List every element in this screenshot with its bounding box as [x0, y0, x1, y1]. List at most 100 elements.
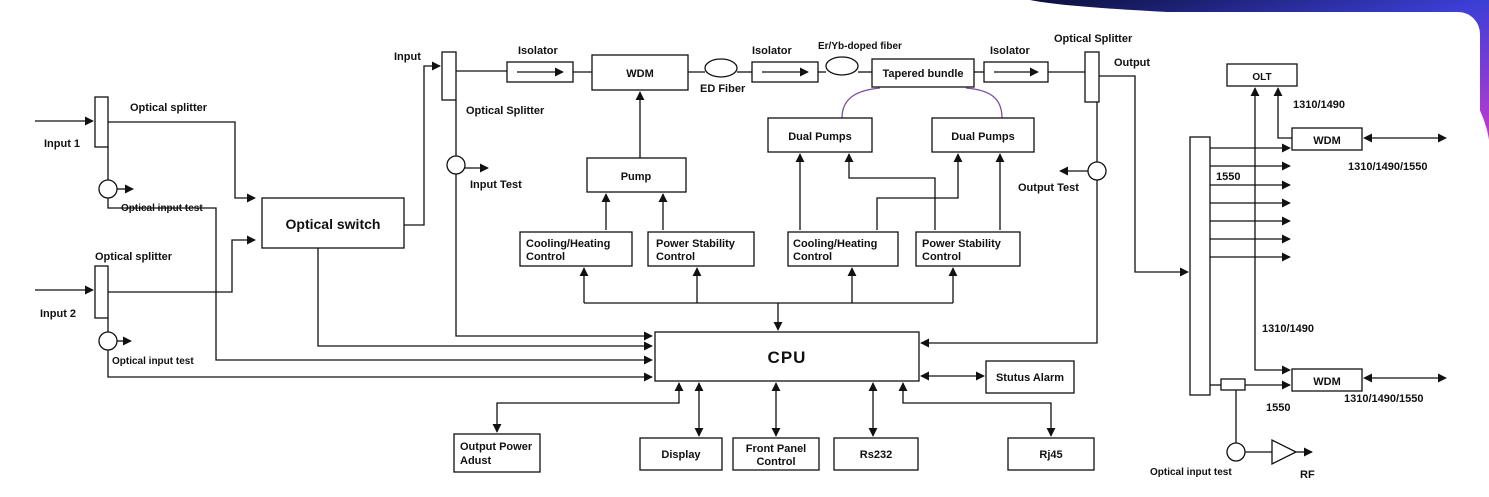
optical-input-test-right-detector	[1226, 442, 1246, 462]
input-test-label: Input Test	[470, 179, 522, 191]
input-test-detector	[446, 155, 466, 175]
front-panel-control-box	[732, 437, 820, 471]
output-power-line1: Output Power	[460, 441, 533, 453]
wdm-bottom-box	[1291, 368, 1363, 392]
wdm-top-to-olt	[1273, 87, 1292, 139]
er-yb-fiber-label: Er/Yb-doped fiber	[818, 41, 902, 52]
wdm-top-label: WDM	[1313, 135, 1341, 147]
cooling-2-line1: Cooling/Heating	[793, 238, 877, 250]
dual-pumps-1	[767, 117, 873, 153]
ed-fiber-coil	[704, 58, 738, 78]
rf-label: RF	[1300, 469, 1315, 481]
power-stability-control-2	[915, 231, 1021, 267]
test2-to-cpu	[107, 350, 653, 382]
dual-pumps-2	[931, 117, 1035, 153]
output-test-detector	[1087, 161, 1107, 181]
cpu-output-power-link	[492, 382, 684, 433]
olt-box	[1226, 63, 1298, 87]
optical-switch-label: Optical switch	[286, 216, 381, 232]
isolator-2-label: Isolator	[752, 45, 792, 57]
rf-amplifier-icon	[1271, 438, 1298, 466]
cpu-label: CPU	[768, 348, 807, 367]
filter-1550	[1220, 378, 1246, 391]
power-stability-control-1	[647, 231, 755, 267]
splitter1-to-switch	[108, 121, 256, 203]
tapered-bundle-label: Tapered bundle	[882, 68, 963, 80]
display-label: Display	[661, 449, 701, 461]
input2-label: Input 2	[40, 308, 76, 320]
output-power-line2: Adust	[460, 455, 492, 467]
cooling-1-line1: Cooling/Heating	[526, 238, 610, 250]
power-2-line1: Power Stability	[922, 238, 1002, 250]
front-panel-line1: Front Panel	[746, 443, 807, 455]
input-test-to-cpu	[455, 174, 653, 341]
optical-input-test-2-detector	[98, 331, 118, 351]
wave-triple-top: 1310/1490/1550	[1348, 161, 1428, 173]
cpu-box	[654, 331, 920, 382]
pump-box	[586, 157, 687, 193]
power-1-line2: Control	[656, 251, 695, 263]
rj45-box	[1007, 437, 1095, 471]
cooling2-to-dualpumps2	[876, 153, 963, 230]
olt-label: OLT	[1252, 72, 1271, 83]
optical-splitter-out-label: Optical Splitter	[1054, 33, 1133, 45]
optical-input-test-1-detector	[98, 179, 118, 199]
output-power-adjust-box	[453, 433, 541, 473]
wdm-top-box	[1291, 127, 1363, 151]
optical-splitter-2	[94, 265, 109, 319]
input1-label: Input 1	[44, 138, 80, 150]
pump-label: Pump	[621, 171, 652, 183]
optical-splitter-1	[94, 96, 109, 148]
optical-splitter-mid	[441, 51, 457, 101]
power-1-line1: Power Stability	[656, 238, 736, 250]
rs232-box	[833, 437, 919, 471]
optical-switch	[261, 197, 405, 249]
switch-to-splitter	[404, 61, 441, 226]
status-alarm-label: Stutus Alarm	[996, 372, 1064, 384]
isolator-1-label: Isolator	[518, 45, 558, 57]
output-test-to-cpu	[920, 180, 1098, 348]
optical-splitter-1-label: Optical splitter	[130, 102, 208, 114]
isolator-3-label: Isolator	[990, 45, 1030, 57]
wdm-amp	[591, 54, 689, 91]
switch-to-cpu	[317, 248, 653, 351]
optical-splitter-2-label: Optical splitter	[95, 251, 173, 263]
wave-1310-1490-bottom: 1310/1490	[1262, 323, 1314, 335]
rs232-label: Rs232	[860, 449, 892, 461]
splitter-bank	[1189, 136, 1211, 396]
test1-to-cpu	[107, 198, 653, 365]
dual-pumps-2-label: Dual Pumps	[951, 131, 1015, 143]
cpu-rj45-link	[898, 382, 1056, 437]
wave-1550-top: 1550	[1216, 171, 1240, 183]
splitter2-to-switch	[108, 235, 256, 293]
rj45-label: Rj45	[1039, 449, 1062, 461]
wdm-bottom-label: WDM	[1313, 376, 1341, 388]
cooling-2-line2: Control	[793, 251, 832, 263]
optical-input-test-right-label: Optical input test	[1150, 467, 1232, 478]
wave-1310-1490-top: 1310/1490	[1293, 99, 1345, 111]
wave-1550-bottom: 1550	[1266, 402, 1290, 414]
power-2-line2: Control	[922, 251, 961, 263]
olt-to-wdm-bottom	[1250, 87, 1291, 375]
wdm-amp-label: WDM	[626, 68, 654, 80]
pump-link-left	[841, 87, 881, 119]
output-label: Output	[1114, 57, 1150, 69]
power2-to-dualpumps1	[844, 153, 936, 230]
pump-link-right	[965, 87, 1003, 119]
display-box	[639, 437, 723, 471]
er-yb-fiber-coil	[825, 56, 859, 76]
cooling-heating-control-1	[519, 231, 633, 267]
optical-input-test-2-label: Optical input test	[112, 356, 194, 367]
tapered-bundle	[871, 58, 975, 88]
ed-fiber-label: ED Fiber	[700, 83, 746, 95]
optical-splitter-mid-label: Optical Splitter	[466, 105, 545, 117]
wave-triple-bottom: 1310/1490/1550	[1344, 393, 1424, 405]
dual-pumps-1-label: Dual Pumps	[788, 131, 852, 143]
cooling-heating-control-2	[787, 231, 899, 267]
cooling-1-line2: Control	[526, 251, 565, 263]
input-label: Input	[394, 51, 421, 63]
front-panel-line2: Control	[756, 456, 795, 468]
optical-splitter-out	[1084, 51, 1100, 103]
output-test-label: Output Test	[1018, 182, 1079, 194]
